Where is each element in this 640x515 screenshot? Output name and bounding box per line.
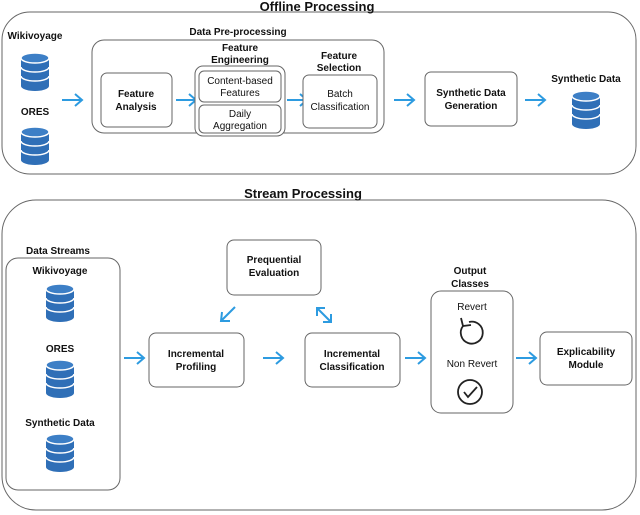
- database-icon: [20, 126, 50, 166]
- feature-engineering-title: Engineering: [211, 55, 269, 66]
- check-circle-icon: [457, 379, 483, 405]
- non-revert-label: Non Revert: [447, 359, 498, 370]
- explicability-module-label: Explicability: [557, 347, 616, 358]
- output-classes-title: Output: [454, 266, 487, 277]
- data-streams-panel: [5, 257, 121, 491]
- synthetic-generation-label: Synthetic Data: [436, 88, 506, 99]
- arrow-right-icon: [262, 351, 284, 365]
- synthetic-generation-box: [424, 71, 518, 127]
- feature-analysis-label: Analysis: [115, 102, 157, 113]
- data-preprocessing-title: Data Pre-processing: [189, 27, 286, 38]
- explicability-module-label: Module: [569, 360, 604, 371]
- daily-aggregation-label: Daily: [229, 109, 251, 120]
- content-based-features-label: Features: [220, 88, 259, 99]
- incremental-profiling-label: Profiling: [176, 362, 217, 373]
- arrow-right-icon: [524, 93, 546, 107]
- batch-classification-box: [302, 74, 378, 129]
- feature-engineering-title: Feature: [222, 43, 259, 54]
- incremental-classification-label: Incremental: [324, 349, 380, 360]
- source-wikivoyage-label: Wikivoyage: [8, 31, 63, 42]
- database-icon: [20, 52, 50, 92]
- source-ores-label: ORES: [21, 107, 50, 118]
- prequential-evaluation-label: Evaluation: [249, 268, 300, 279]
- arrow-down-left-icon: [219, 306, 236, 322]
- incremental-classification-box: [304, 332, 401, 388]
- feature-selection-title: Selection: [317, 63, 361, 74]
- offline-processing-title: Offline Processing: [260, 0, 375, 14]
- arrow-right-icon: [404, 351, 426, 365]
- prequential-evaluation-box: [226, 239, 322, 296]
- stream-processing-title: Stream Processing: [244, 186, 362, 201]
- synthetic-generation-label: Generation: [445, 101, 498, 112]
- feature-analysis-label: Feature: [118, 89, 155, 100]
- batch-classification-label: Classification: [311, 102, 370, 113]
- daily-aggregation-label: Aggregation: [213, 121, 267, 132]
- incremental-profiling-label: Incremental: [168, 349, 224, 360]
- revert-label: Revert: [457, 302, 487, 313]
- database-icon: [45, 433, 75, 473]
- output-classes-title: Classes: [451, 279, 489, 290]
- stream-wikivoyage-label: Wikivoyage: [33, 266, 88, 277]
- content-based-features-box: [198, 70, 282, 103]
- stream-synthetic-label: Synthetic Data: [25, 418, 95, 429]
- feature-selection-title: Feature: [321, 51, 358, 62]
- arrow-right-icon: [61, 93, 83, 107]
- output-classes-box: [430, 290, 514, 414]
- feature-analysis-box: [100, 72, 173, 128]
- database-icon: [45, 359, 75, 399]
- revert-icon: [459, 317, 484, 345]
- data-streams-title: Data Streams: [26, 246, 90, 257]
- database-icon: [571, 90, 601, 130]
- explicability-module-box: [539, 331, 633, 386]
- arrow-right-icon: [123, 351, 145, 365]
- arrow-right-icon: [393, 93, 415, 107]
- content-based-features-label: Content-based: [207, 76, 273, 87]
- stream-processing-panel: [1, 199, 637, 511]
- offline-processing-panel: [1, 11, 637, 175]
- batch-classification-label: Batch: [327, 89, 353, 100]
- arrow-right-icon: [515, 351, 537, 365]
- incremental-classification-label: Classification: [319, 362, 384, 373]
- prequential-evaluation-label: Prequential: [247, 255, 302, 266]
- stream-ores-label: ORES: [46, 344, 75, 355]
- arrow-right-icon: [175, 93, 197, 107]
- database-icon: [45, 283, 75, 323]
- synthetic-data-label: Synthetic Data: [551, 74, 621, 85]
- arrow-bidirectional-icon: [316, 307, 332, 323]
- incremental-profiling-box: [148, 332, 245, 388]
- daily-aggregation-box: [198, 104, 282, 134]
